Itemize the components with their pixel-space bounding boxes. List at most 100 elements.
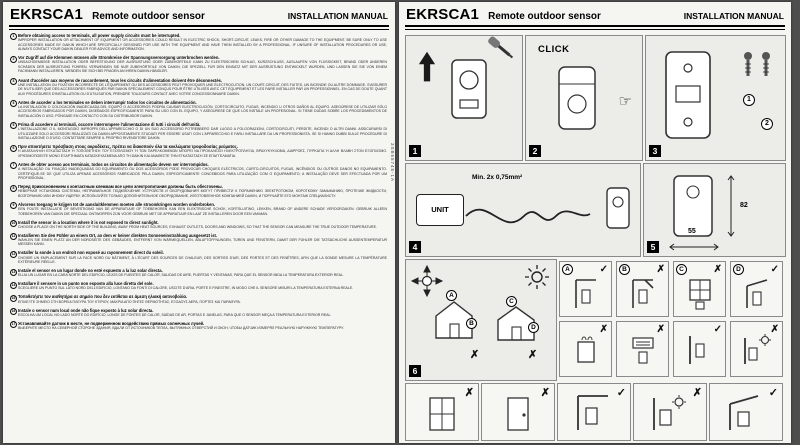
scenario-box: ✗: [730, 321, 783, 377]
scenario-box: ✗: [559, 321, 612, 377]
scenario-letter: B: [619, 264, 630, 275]
judgement-mark: ✗: [692, 387, 702, 399]
sensor-cover-icon: [554, 64, 600, 136]
vent-sensor-icon: [631, 334, 655, 366]
judgement-mark: ✗: [599, 324, 608, 335]
item-number: 10: [10, 220, 17, 227]
judgement-mark: ✗: [656, 324, 665, 335]
item-number: 6: [10, 144, 17, 152]
item-number: 4: [10, 100, 17, 108]
product-title: Remote outdoor sensor: [488, 11, 601, 22]
step-number-badge: 5: [647, 241, 659, 253]
north-wall-sensor-icon: [576, 394, 610, 432]
window-icon: [428, 396, 456, 432]
door-icon: [504, 396, 532, 432]
model-title: EKRSCA1: [10, 6, 84, 23]
item-lead: Before obtaining access to terminals, al…: [18, 33, 181, 38]
judgement-mark: ✗: [464, 387, 474, 399]
doc-title: INSTALLATION MANUAL: [287, 11, 388, 21]
manual-page-figures: EKRSCA1 Remote outdoor sensor INSTALLATI…: [399, 2, 791, 443]
item-lead: Installieren Sie den Fühler an einem Ort…: [18, 232, 218, 238]
scenario-box: D ✓: [730, 261, 783, 317]
step-number-badge: 3: [649, 145, 661, 157]
print-code: 3SB65745-1A: [390, 142, 395, 182]
page-header: EKRSCA1 Remote outdoor sensor INSTALLATI…: [3, 2, 395, 23]
item-number: 2: [10, 55, 17, 63]
width-dimension-line: [668, 242, 720, 252]
manual-page-text: EKRSCA1 Remote outdoor sensor INSTALLATI…: [3, 2, 395, 443]
screwdriver-icon: [486, 34, 517, 62]
item-number: 14: [10, 281, 17, 289]
eave-sensor-icon: [745, 278, 769, 310]
substep-number: 2: [761, 118, 773, 130]
arrow-up-icon: [418, 50, 436, 84]
scenario-letter: A: [562, 264, 573, 275]
width-dimension-value: 55: [688, 228, 696, 235]
item-body: Η ΑΚΑΤΑΛΛΗΛΗ ΕΓΚΑΤΑΣΤΑΣΗ Ή ΤΟΠΟΘΕΤΗΣΗ ΤΟ…: [18, 149, 387, 158]
item-body: EEN FOUTE INSTALLATIE OF BEVESTIGING VAN…: [18, 207, 387, 216]
judgement-mark: ✗: [540, 387, 550, 399]
item-body: ВЫБЕРИТЕ МЕСТО НА СЕВЕРНОЙ СТОРОНЕ ЗДАНИ…: [18, 325, 344, 330]
judgement-mark: ✗: [770, 324, 779, 335]
judgement-mark: ✓: [599, 264, 608, 275]
header-rule: [405, 25, 785, 30]
figure-step-4: UNIT Min. 2x 0,75mm² 4: [405, 163, 641, 257]
position-letter: A: [446, 290, 457, 301]
sun-wall-icon: [743, 334, 771, 366]
item-body: ΕΠΙΛΕΞΤΕ ΣΗΜΕΙΟ ΣΤΗ ΒΟΡΕΙΑ ΠΛΕΥΡΑ ΤΟΥ ΚΤ…: [18, 299, 241, 304]
item-lead: Instale o sensor num local onde não fiqu…: [18, 307, 154, 313]
sensor-outline-icon: [670, 174, 716, 240]
item-number: 3: [10, 77, 17, 85]
item-body: SCEGLIERE UN PUNTO SUL LATO NORD DELL'ED…: [18, 286, 354, 291]
item-body: WÄHLEN SIE EINEN PLATZ AN DER NORDSEITE …: [18, 237, 387, 247]
substep-number: 1: [743, 94, 755, 106]
scenario-letter: C: [676, 264, 687, 275]
scenario-box: C ✗: [673, 261, 726, 317]
step-number-badge: 2: [529, 145, 541, 157]
item-body: UNE INSTALLATION OU FIXATION INCORRECTE …: [18, 82, 387, 96]
figure-step-3: 1 2 3: [645, 35, 786, 161]
item-number: 12: [10, 250, 17, 258]
item-body: LA INSTALACIÓN O COLOCACIÓN INADECUADA D…: [18, 104, 387, 118]
item-lead: Alvorens toegang te krijgen tot de aansl…: [18, 201, 215, 207]
scenario-box: ✗: [481, 383, 555, 441]
item-lead: Prima di accedere ai terminali, occorre …: [18, 122, 201, 127]
scenario-box: ✓: [709, 383, 783, 441]
item-lead: Устанавливайте датчик в месте, не подвер…: [18, 320, 205, 326]
item-number: 11: [10, 233, 17, 241]
item-number: 8: [10, 184, 17, 192]
item-lead: Τοποθετήστε τον αισθητήρα σε σημείο που …: [18, 294, 187, 300]
figure-dimensions: 82 55 5: [643, 163, 786, 257]
wall-sensor-icon: [631, 278, 655, 310]
figure-step-2: CLICK ☞ 2: [525, 35, 643, 161]
scenario-box: A ✓: [559, 261, 612, 317]
item-number: 5: [10, 122, 17, 130]
item-lead: Перед прикосновением к контактным клемма…: [18, 184, 223, 190]
item-lead: Vor Zugriff auf die Klemmen müssen alle …: [18, 55, 220, 61]
cable-icon: [464, 192, 592, 238]
cross-mark: ✗: [528, 349, 538, 361]
item-body: L'INSTALLAZIONE O IL MONTAGGIO IMPROPRI …: [18, 127, 387, 141]
scenario-box: ✓: [557, 383, 631, 441]
pointing-hand-icon: ☞: [618, 93, 632, 110]
step-number-badge: 1: [409, 145, 421, 157]
placement-scenarios: A ✓ B ✗ C ✗ D ✓ ✗: [559, 259, 784, 379]
item-lead: Antes de obter acesso aos terminais, tod…: [18, 161, 209, 167]
height-dimension-value: 82: [740, 202, 748, 209]
screw-icon: [743, 52, 753, 78]
cable-spec-label: Min. 2x 0,75mm²: [472, 174, 523, 181]
scenario-box: B ✗: [616, 261, 669, 317]
